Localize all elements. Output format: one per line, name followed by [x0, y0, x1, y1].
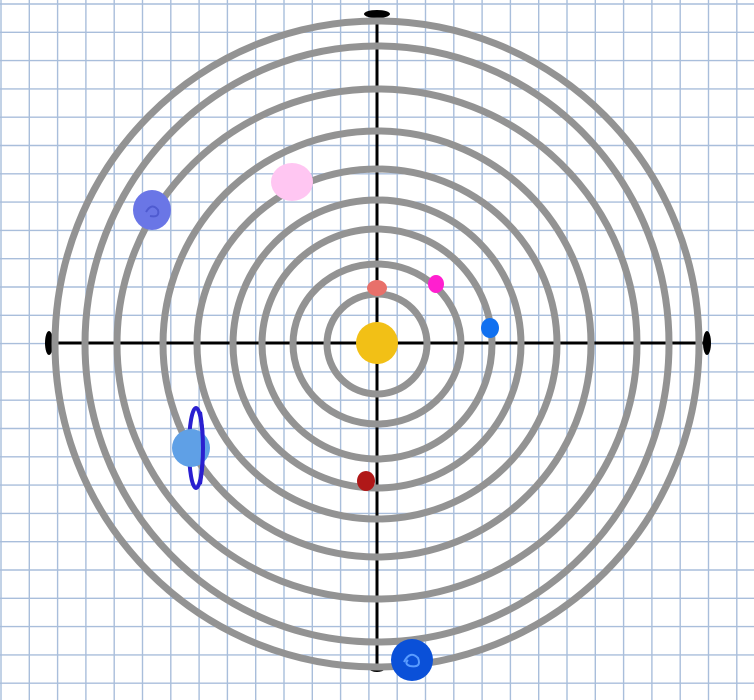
orbit-ring-4 [229, 196, 525, 492]
planet-icon [271, 163, 313, 201]
planet-icon [357, 471, 375, 491]
planet-icon [428, 275, 444, 293]
planet-icon [172, 429, 210, 467]
planet-icon [367, 280, 387, 296]
planet-icon [133, 190, 171, 230]
orbit-ring-9 [51, 17, 703, 671]
axis-end-cap-left [45, 331, 53, 355]
orbit-rings [51, 17, 703, 671]
ringed-planet-icon [172, 406, 210, 490]
orbit-ring-2 [289, 260, 465, 428]
planet-scribble [145, 205, 160, 218]
orbit-ring-6 [159, 127, 595, 561]
orbit-ring-3 [258, 225, 496, 463]
sun-icon [356, 322, 398, 364]
planet-scribble [403, 653, 420, 668]
planet-icon [481, 318, 499, 338]
planet-body [133, 190, 171, 230]
planet-body [391, 639, 433, 681]
orbit-ring-8 [81, 42, 673, 646]
sun-group [356, 322, 398, 364]
axis-end-cap-right [703, 331, 711, 355]
orbit-ring-5 [193, 165, 561, 523]
planet-ring-front [198, 411, 205, 485]
orbit-ring-7 [113, 85, 641, 603]
planets [133, 163, 499, 681]
planet-icon [391, 639, 433, 681]
axis-end-cap-top [364, 10, 390, 18]
